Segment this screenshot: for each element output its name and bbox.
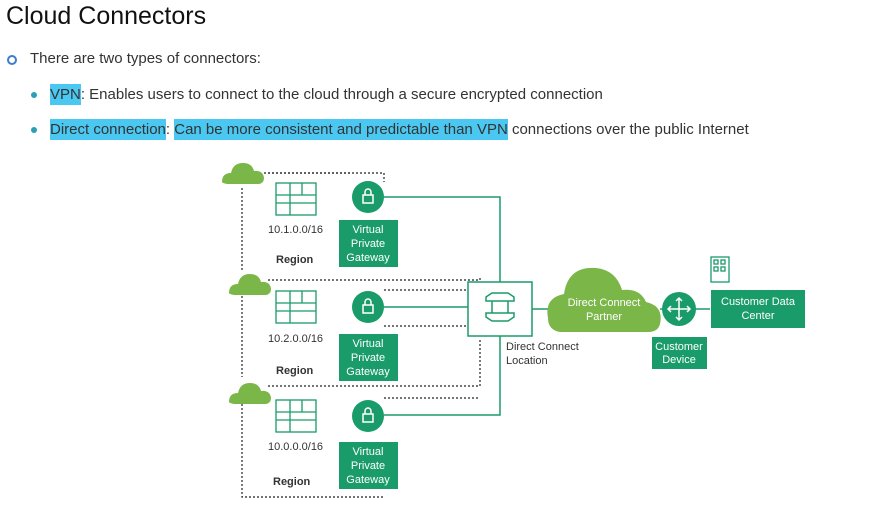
lock-icon <box>352 291 384 323</box>
region-labels: 10.1.0.0/16 Region 10.2.0.0/16 Region 10… <box>268 224 323 488</box>
customer-device-line2: Device <box>662 354 696 366</box>
datacenter-icon <box>710 256 730 283</box>
dc-location-line2: Location <box>506 355 548 367</box>
dc-partner-line1: Direct Connect <box>568 297 641 309</box>
customer-device: Customer Device <box>652 292 707 369</box>
cidr-3: 10.0.0.0/16 <box>268 441 323 453</box>
direct-term: Direct connection <box>50 119 166 140</box>
gateway-2-line2: Private <box>351 352 385 364</box>
customer-dc: Customer Data Center <box>710 256 805 328</box>
bullet-vpn: VPN: Enables users to connect to the clo… <box>50 84 603 105</box>
gateway-3-line1: Virtual <box>353 446 384 458</box>
bullet-marker <box>7 55 17 65</box>
region-label-1: Region <box>276 254 314 266</box>
gateway-2-line3: Gateway <box>346 366 390 378</box>
link-gateway-3 <box>384 336 501 416</box>
direct-sep: : <box>165 121 175 138</box>
region-label-3: Region <box>273 476 311 488</box>
gateway-1-line1: Virtual <box>353 224 384 236</box>
customer-dc-line1: Customer Data <box>721 296 796 308</box>
slide-title: Cloud Connectors <box>6 2 207 30</box>
gateway-boxes: Virtual Private Gateway Virtual Private … <box>339 220 398 489</box>
dc-location-icon <box>485 292 515 322</box>
cidr-2: 10.2.0.0/16 <box>268 333 323 345</box>
bullet-marker <box>31 92 37 98</box>
gateway-3-line2: Private <box>351 460 385 472</box>
cloud-icon <box>229 383 271 404</box>
gateway-2-line1: Virtual <box>353 338 384 350</box>
partner-cloud-icon <box>547 267 661 332</box>
lock-icon <box>352 181 384 213</box>
region-boundaries <box>241 172 385 498</box>
gateway-3-line3: Gateway <box>346 474 390 486</box>
lock-icon <box>352 400 384 432</box>
bullet-marker <box>31 127 37 133</box>
customer-dc-line2: Center <box>741 310 774 322</box>
direct-text: connections over the public Internet <box>507 121 749 138</box>
gateway-box-1 <box>339 220 398 267</box>
dc-partner-line2: Partner <box>586 311 622 323</box>
customer-device-line1: Customer <box>655 341 703 353</box>
building-icon <box>275 290 317 324</box>
lock-icons <box>352 181 384 432</box>
bullet-main: There are two types of connectors: <box>30 50 261 67</box>
building-icons <box>275 182 317 433</box>
vpn-term: VPN <box>50 84 81 105</box>
building-icon <box>275 182 317 216</box>
bullet-direct: Direct connection: Can be more consisten… <box>50 119 749 140</box>
gateway-links <box>384 196 710 416</box>
gateway-1-line2: Private <box>351 238 385 250</box>
vpn-text: : Enables users to connect to the cloud … <box>80 86 603 103</box>
cloud-icon <box>222 163 264 184</box>
dc-location: Direct Connect Location <box>467 281 579 367</box>
link-gateway-1 <box>384 196 501 282</box>
direct-text-highlight: Can be more consistent and predictable t… <box>174 119 508 140</box>
cidr-1: 10.1.0.0/16 <box>268 224 323 236</box>
region-clouds <box>222 163 271 404</box>
cloud-icon <box>229 274 271 295</box>
region-label-2: Region <box>276 365 314 377</box>
gateway-1-line3: Gateway <box>346 252 390 264</box>
gateway-box-3 <box>339 442 398 489</box>
gateway-box-2 <box>339 334 398 381</box>
dotted-links <box>268 276 481 399</box>
dc-partner: Direct Connect Partner <box>547 267 661 332</box>
building-icon <box>275 399 317 433</box>
dc-location-line1: Direct Connect <box>506 341 579 353</box>
